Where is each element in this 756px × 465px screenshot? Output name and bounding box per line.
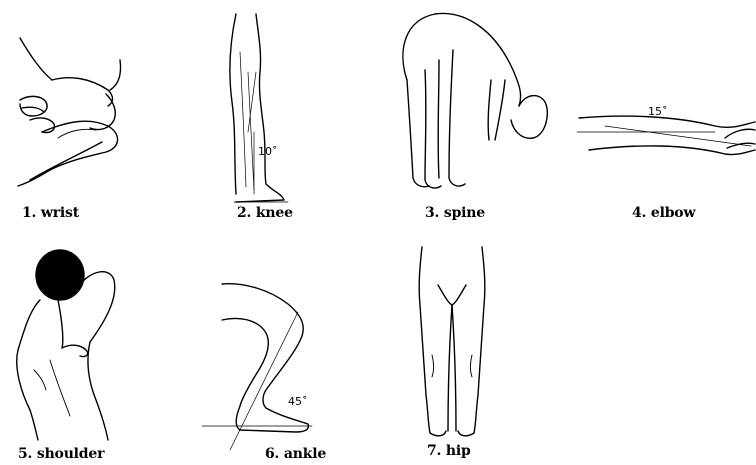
caption-knee: 2. knee xyxy=(237,205,293,221)
ankle-angle-label: 45˚ xyxy=(288,395,308,408)
spine-illustration xyxy=(395,10,555,195)
caption-shoulder: 5. shoulder xyxy=(18,446,104,462)
shoulder-illustration xyxy=(10,250,140,442)
hip-illustration xyxy=(408,245,498,440)
knee-illustration xyxy=(218,12,298,207)
caption-wrist: 1. wrist xyxy=(22,205,79,221)
caption-elbow: 4. elbow xyxy=(632,205,695,221)
caption-spine: 3. spine xyxy=(425,205,485,221)
wrist-illustration xyxy=(10,30,150,190)
caption-hip: 7. hip xyxy=(427,443,471,459)
elbow-angle-label: 15˚ xyxy=(648,105,668,118)
ankle-illustration xyxy=(200,280,340,450)
knee-angle-label: 10˚ xyxy=(258,145,278,158)
caption-ankle: 6. ankle xyxy=(265,446,326,462)
